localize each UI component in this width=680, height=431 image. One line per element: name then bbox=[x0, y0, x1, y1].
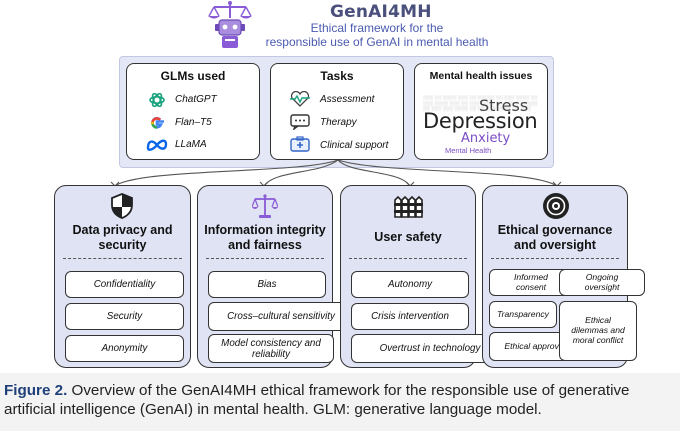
word-cloud: ░░░ ░░ ░░░░ ░░░ ░░ ░░░░░ ░░ ░░░ ░░░░ ░░ … bbox=[421, 86, 543, 156]
column-information-integrity: Information integrity and fairness Bias … bbox=[197, 185, 354, 368]
tasks-title: Tasks bbox=[320, 69, 354, 83]
app-title: GenAI4MH bbox=[330, 2, 432, 22]
column-ethical-governance: Ethical governance and oversight Informe… bbox=[482, 185, 645, 368]
subtitle-line-2: responsible use of GenAI in mental healt… bbox=[265, 34, 489, 49]
item-cross-cultural-sensitivity: Cross–cultural sensitivity bbox=[208, 302, 354, 331]
column-title-data-privacy: Data privacy and security bbox=[55, 223, 190, 253]
item-crisis-intervention: Crisis intervention bbox=[351, 303, 469, 330]
shield-icon bbox=[110, 193, 134, 224]
scales-icon bbox=[251, 193, 279, 224]
column-title-user-safety: User safety bbox=[341, 230, 475, 245]
column-title-line-2: and oversight bbox=[514, 238, 596, 252]
column-separator bbox=[349, 258, 467, 259]
google-icon bbox=[148, 114, 166, 137]
column-separator bbox=[206, 258, 324, 259]
medkit-icon bbox=[290, 136, 310, 157]
word-cloud-filler: ░░░ ░░ ░░░░ ░░░ ░░ ░░░░░ ░░ ░░░ ░░░░ ░░ … bbox=[423, 95, 538, 111]
column-title-line-2: security bbox=[98, 238, 147, 252]
chat-icon bbox=[290, 114, 310, 135]
glm-item-flan-t5: Flan–T5 bbox=[175, 117, 212, 128]
figure-caption: Figure 2. Overview of the GenAI4MH ethic… bbox=[4, 381, 676, 419]
column-title-information-integrity: Information integrity and fairness bbox=[198, 223, 332, 253]
word-stress: Stress bbox=[479, 96, 529, 115]
target-icon bbox=[542, 192, 570, 225]
tasks-box: Tasks Assessment Therapy Clinical suppor… bbox=[270, 63, 404, 160]
column-data-privacy: Data privacy and security Confidentialit… bbox=[54, 185, 191, 368]
item-ethical-dilemmas: Ethical dilemmas and moral conflict bbox=[559, 301, 637, 361]
subtitle: Ethical framework for the responsible us… bbox=[262, 21, 492, 49]
column-separator bbox=[491, 258, 619, 259]
subtitle-line-1: Ethical framework for the bbox=[310, 21, 444, 35]
item-security: Security bbox=[65, 303, 184, 330]
word-depression: Depression bbox=[423, 109, 538, 133]
glm-item-chatgpt: ChatGPT bbox=[175, 94, 217, 105]
caption-label: Figure 2. bbox=[4, 382, 68, 399]
mental-health-box: Mental health issues ░░░ ░░ ░░░░ ░░░ ░░ … bbox=[414, 63, 548, 160]
column-title-line-1: User safety bbox=[374, 230, 442, 244]
word-mental-health: Mental Health bbox=[445, 146, 492, 155]
item-model-consistency: Model consistency and reliability bbox=[208, 334, 334, 363]
column-title-line-1: Data privacy and bbox=[72, 223, 173, 237]
column-title-line-1: Ethical governance bbox=[497, 223, 613, 237]
item-confidentiality: Confidentiality bbox=[65, 271, 184, 298]
robot-scales-icon bbox=[204, 0, 256, 52]
task-item-therapy: Therapy bbox=[320, 117, 357, 128]
column-user-safety: User safety Autonomy Crisis intervention… bbox=[340, 185, 509, 368]
heartbeat-icon bbox=[289, 90, 311, 112]
item-transparency: Transparency bbox=[489, 301, 557, 328]
item-anonymity: Anonymity bbox=[65, 335, 184, 362]
item-ongoing-oversight: Ongoing oversight bbox=[559, 269, 645, 296]
column-title-line-2: and fairness bbox=[228, 238, 302, 252]
column-separator bbox=[63, 258, 182, 259]
item-bias: Bias bbox=[208, 271, 326, 298]
glms-title: GLMs used bbox=[160, 69, 226, 83]
item-autonomy: Autonomy bbox=[351, 271, 469, 298]
word-anxiety: Anxiety bbox=[461, 131, 511, 146]
caption-text: Overview of the GenAI4MH ethical framewo… bbox=[4, 382, 630, 418]
task-item-clinical-support: Clinical support bbox=[320, 140, 389, 151]
openai-icon bbox=[148, 91, 166, 114]
column-title-line-1: Information integrity bbox=[204, 223, 326, 237]
caption-background bbox=[0, 373, 680, 431]
mental-health-title: Mental health issues bbox=[429, 70, 533, 82]
meta-icon bbox=[146, 138, 168, 157]
task-item-assessment: Assessment bbox=[320, 94, 375, 105]
glms-box: GLMs used ChatGPT Flan–T5 LLaMA bbox=[126, 63, 260, 160]
fence-icon bbox=[393, 194, 423, 223]
glm-item-llama: LLaMA bbox=[175, 139, 207, 150]
column-title-ethical-governance: Ethical governance and oversight bbox=[483, 223, 627, 253]
